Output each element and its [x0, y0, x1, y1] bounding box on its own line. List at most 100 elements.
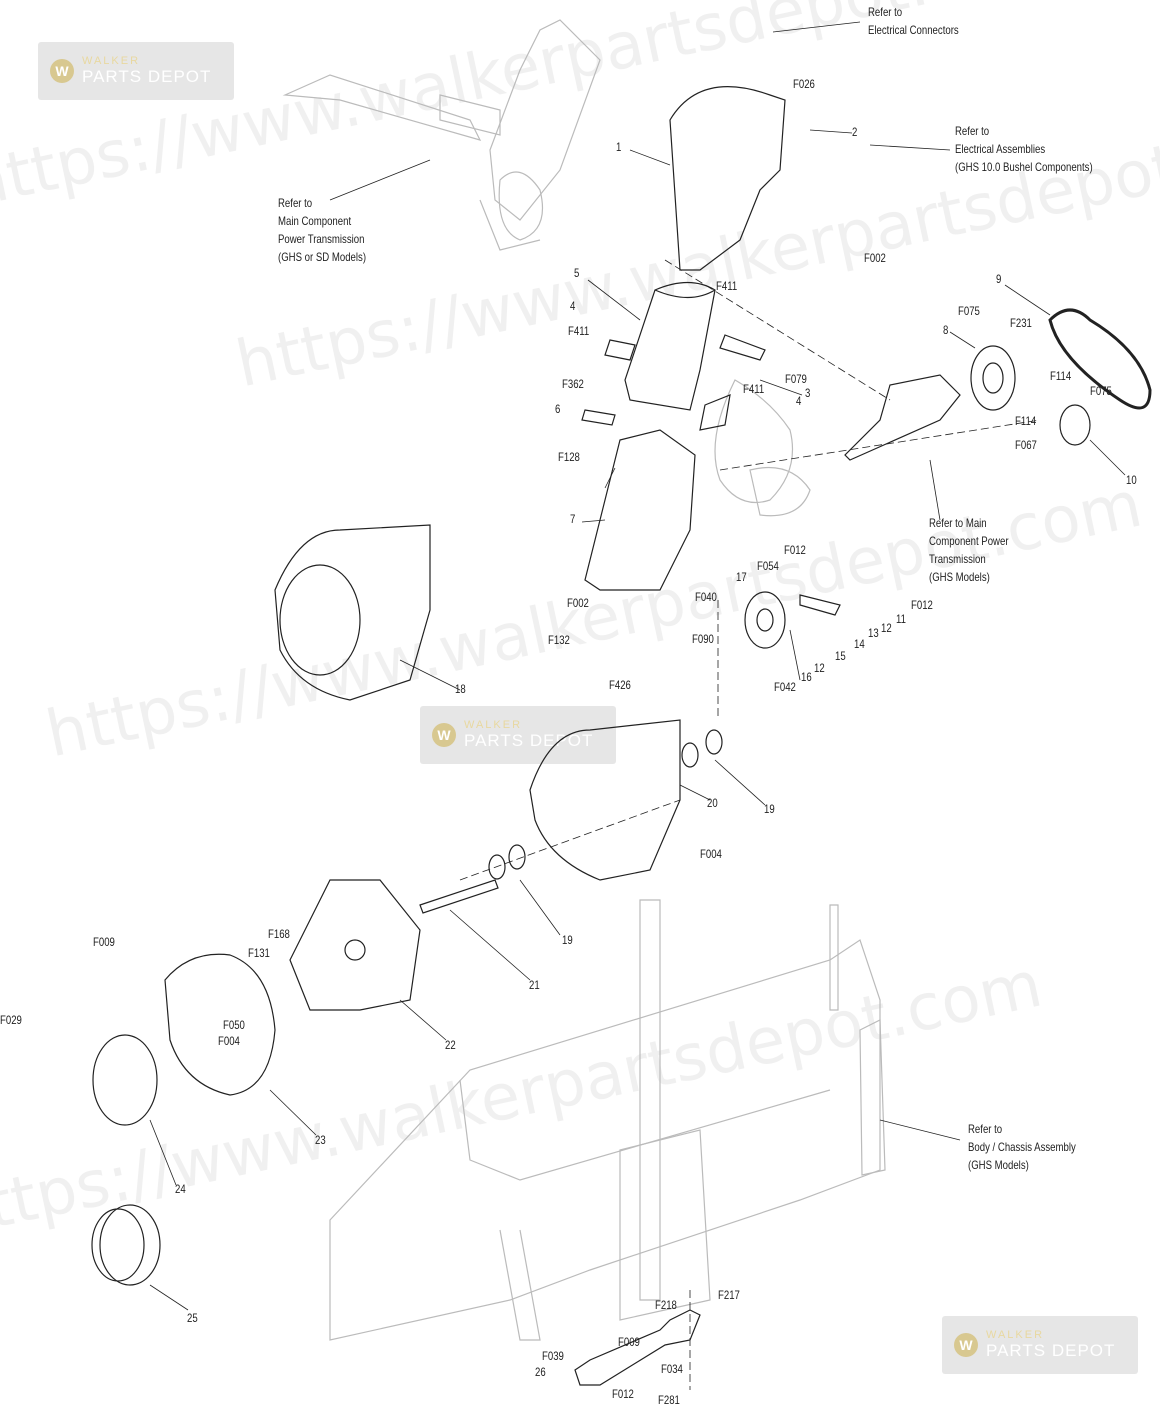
part-callout-label: F231 — [1010, 316, 1032, 330]
part-callout-label: 24 — [175, 1182, 186, 1196]
part-callout-label: 14 — [854, 637, 865, 651]
ref-text: Transmission — [929, 552, 986, 566]
logo-text: PARTS DEPOT — [464, 731, 594, 750]
part-callout-label: 15 — [835, 649, 846, 663]
ref-text: Component Power — [929, 534, 1009, 548]
part-7-chute — [584, 429, 696, 591]
part-callout-label: F090 — [692, 632, 714, 646]
part-callout-label: F075 — [1090, 384, 1112, 398]
part-callout-label: F218 — [655, 1298, 677, 1312]
ref-text: Electrical Connectors — [868, 23, 959, 37]
part-callout-label: F054 — [757, 559, 779, 573]
part-callout-label: 13 — [868, 626, 879, 640]
ref-text: (GHS Models) — [929, 570, 990, 584]
part-callout-label: F128 — [558, 450, 580, 464]
part-callout-label: F168 — [268, 927, 290, 941]
part-callout-label: 4 — [570, 299, 576, 313]
part-24-ring — [92, 1034, 158, 1126]
part-17-pulley — [744, 591, 786, 649]
ref-text: Main Component — [278, 214, 352, 228]
part-callout-label: 20 — [707, 796, 718, 810]
logo-icon: W — [432, 723, 456, 747]
part-callout-label: 6 — [555, 402, 561, 416]
part-callout-label: 2 — [852, 125, 858, 139]
part-callout-label: 5 — [574, 266, 580, 280]
logo-icon: W — [50, 59, 74, 83]
part-callout-label: F114 — [1050, 369, 1072, 383]
part-22-fan — [289, 879, 421, 1011]
ref-text: (GHS Models) — [968, 1158, 1029, 1172]
part-callout-label: 7 — [570, 512, 576, 526]
part-21-shaft — [419, 879, 499, 914]
ref-text: Refer to Main — [929, 516, 987, 530]
ref-electrical-connectors: Refer to Electrical Connectors — [868, 3, 959, 39]
ref-text: Electrical Assemblies — [955, 142, 1046, 156]
part-callout-label: 10 — [1126, 473, 1137, 487]
ref-text: Body / Chassis Assembly — [968, 1140, 1076, 1154]
part-callout-label: 19 — [764, 802, 775, 816]
logo-icon: W — [954, 1333, 978, 1357]
part-callout-label: F079 — [785, 372, 807, 386]
part-callout-label: 16 — [801, 670, 812, 684]
part-callout-label: F009 — [618, 1335, 640, 1349]
part-callout-label: 8 — [943, 323, 949, 337]
part-18-housing — [274, 524, 431, 701]
part-20-housing — [529, 719, 681, 881]
ref-text: (GHS or SD Models) — [278, 250, 367, 264]
logo-text: WALKER — [986, 1329, 1045, 1341]
part-callout-label: F040 — [695, 590, 717, 604]
part-10-pulley — [1059, 404, 1091, 446]
logo-text: PARTS DEPOT — [986, 1341, 1116, 1360]
part-callout-label: 23 — [315, 1133, 326, 1147]
part-25-ring — [99, 1204, 161, 1286]
part-callout-label: F004 — [218, 1034, 240, 1048]
part-callout-label: F411 — [568, 324, 590, 338]
part-callout-label: 19 — [562, 933, 573, 947]
part-callout-label: 18 — [455, 682, 466, 696]
ref-text: (GHS 10.0 Bushel Components) — [955, 160, 1093, 174]
part-callout-label: F026 — [793, 77, 815, 91]
part-callout-label: 12 — [881, 621, 892, 635]
part-23-plate — [164, 953, 276, 1096]
part-5-chute — [624, 281, 716, 411]
part-callout-label: F217 — [718, 1288, 740, 1302]
part-callout-label: F012 — [784, 543, 806, 557]
ref-text: Refer to — [868, 5, 903, 19]
logo-text: WALKER — [82, 55, 141, 67]
part-callout-label: F042 — [774, 680, 796, 694]
part-callout-label: F034 — [661, 1362, 683, 1376]
ref-text: Refer to — [278, 196, 313, 210]
part-callout-label: 11 — [896, 612, 906, 626]
part-callout-label: 4 — [796, 394, 802, 408]
part-callout-label: F002 — [567, 596, 589, 610]
ref-body-chassis: Refer to Body / Chassis Assembly (GHS Mode… — [968, 1120, 1076, 1174]
part-callout-label: F362 — [562, 377, 584, 391]
ref-text: Power Transmission — [278, 232, 365, 246]
part-8-pulley — [970, 345, 1016, 411]
logo-text: PARTS DEPOT — [82, 67, 212, 86]
part-callout-label: 21 — [529, 978, 540, 992]
part-callout-label: F411 — [716, 279, 738, 293]
ref-text: Refer to — [968, 1122, 1003, 1136]
part-9-belt — [1048, 308, 1152, 410]
part-callout-label: F132 — [548, 633, 570, 647]
part-callout-label: F039 — [542, 1349, 564, 1363]
part-callout-label: F114 — [1015, 414, 1037, 428]
part-callout-label: 26 — [535, 1365, 546, 1379]
part-callout-label: F012 — [612, 1387, 634, 1401]
logo-text: WALKER — [464, 719, 523, 731]
part-callout-label: F131 — [248, 946, 270, 960]
part-callout-label: F004 — [700, 847, 722, 861]
part-callout-label: F411 — [743, 382, 765, 396]
part-callout-label: 1 — [616, 140, 622, 154]
part-callout-label: F281 — [658, 1393, 680, 1407]
part-callout-label: F050 — [223, 1018, 245, 1032]
part-callout-label: F002 — [864, 251, 886, 265]
part-1-chute — [669, 86, 786, 271]
part-callout-label: F067 — [1015, 438, 1037, 452]
